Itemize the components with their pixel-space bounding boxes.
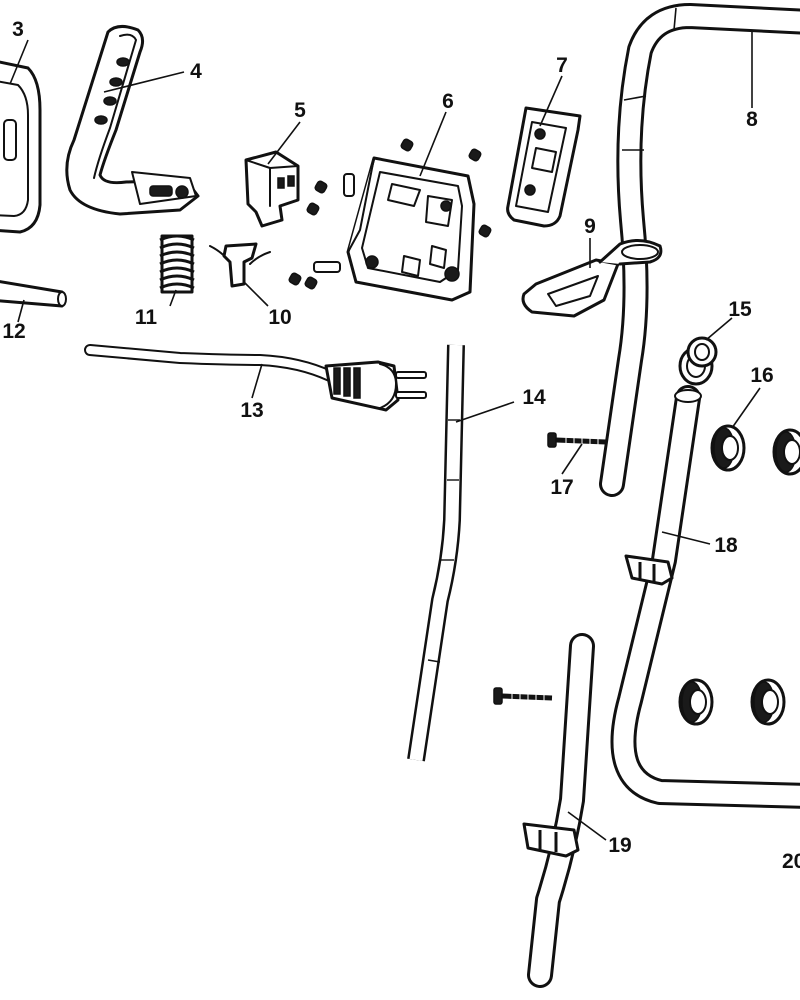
part-19-lower-tube bbox=[522, 633, 595, 988]
part-11-spring bbox=[159, 234, 195, 294]
callout-7: 7 bbox=[556, 54, 568, 77]
part-6-control-box bbox=[288, 138, 492, 302]
callout-9: 9 bbox=[584, 215, 596, 238]
callout-15: 15 bbox=[728, 298, 752, 321]
callout-labels: 3 4 5 6 7 8 9 10 11 12 13 14 15 16 17 18… bbox=[2, 18, 800, 873]
part-8-upper-handle bbox=[599, 3, 800, 497]
callout-5: 5 bbox=[294, 99, 306, 122]
part-16-knob bbox=[678, 424, 800, 726]
part-17-bolt bbox=[493, 432, 607, 705]
callout-10: 10 bbox=[268, 306, 291, 329]
callout-11: 11 bbox=[135, 306, 158, 329]
callout-14: 14 bbox=[522, 386, 546, 409]
part-18-lower-frame bbox=[610, 385, 800, 809]
callout-4: 4 bbox=[190, 60, 202, 83]
part-14-cable-strip bbox=[407, 344, 465, 762]
callout-17: 17 bbox=[550, 476, 573, 499]
part-5-switch-block bbox=[244, 150, 300, 228]
callout-8: 8 bbox=[746, 108, 758, 131]
callout-12: 12 bbox=[2, 320, 25, 343]
callout-6: 6 bbox=[442, 90, 454, 113]
callout-20: 20 bbox=[782, 850, 800, 873]
part-7-cover-plate bbox=[506, 106, 582, 228]
part-15-washer bbox=[678, 336, 718, 386]
part-12-tube-stub bbox=[0, 280, 67, 308]
callout-16: 16 bbox=[750, 364, 773, 387]
part-9-quick-release-lever bbox=[521, 239, 663, 318]
callout-19: 19 bbox=[608, 834, 631, 857]
part-10-switch-clip bbox=[209, 242, 271, 288]
part-4-handle-grip bbox=[65, 25, 200, 216]
part-3-housing-cover bbox=[0, 60, 42, 234]
callout-13: 13 bbox=[240, 399, 263, 422]
callout-18: 18 bbox=[714, 534, 738, 557]
leader-lines bbox=[9, 32, 761, 841]
part-13-power-cord bbox=[84, 344, 427, 412]
callout-3: 3 bbox=[12, 18, 24, 41]
